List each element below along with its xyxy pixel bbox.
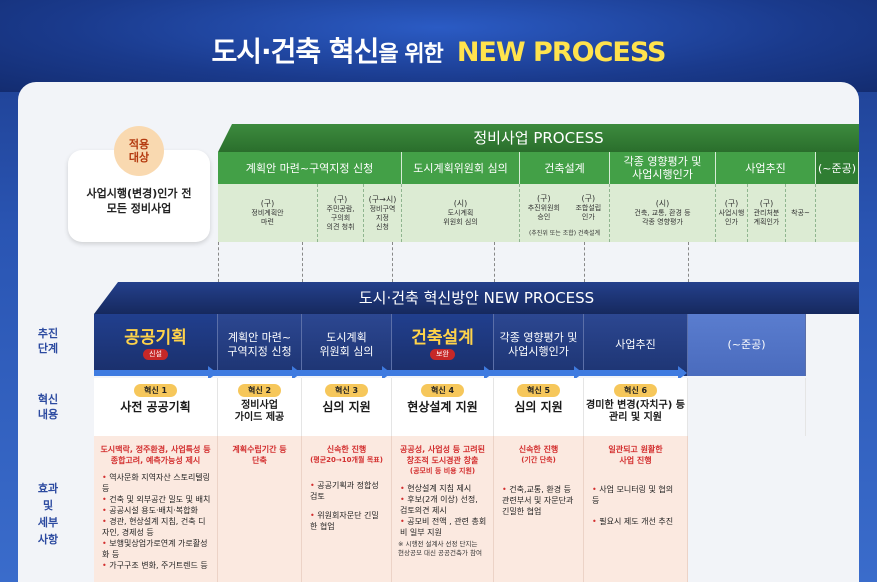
list-item: 경관, 현상설계 지침, 건축 디자인, 경제성 등: [102, 516, 211, 538]
list-item: 필요시 제도 개선 추진: [592, 516, 681, 527]
list-item: 건축 및 외부공간 밀도 및 배치: [102, 494, 211, 505]
connector: [218, 242, 219, 282]
innovation-empty: [688, 378, 806, 436]
stage-promotion: 사업추진: [584, 314, 688, 376]
top-detail: 착공~: [786, 184, 816, 242]
arrow-icon: [678, 366, 687, 380]
stage-plan: 계획안 마련~구역지정 신청: [218, 314, 302, 376]
list-item: 공공기획과 정합성 검토: [310, 480, 385, 502]
top-stage-promotion: 사업추진: [716, 152, 816, 184]
list-item: 사업 모니터링 및 협의 등: [592, 484, 681, 506]
top-stage-design: 건축설계: [520, 152, 610, 184]
effect-3: 신속한 진행(평균20→10개월 목표) 공공기획과 정합성 검토 위원회자문단…: [302, 436, 392, 582]
connector: [584, 242, 585, 282]
list-item: 공공시설 용도·배치·복합화: [102, 505, 211, 516]
arrow-icon: [292, 366, 301, 380]
list-item: 공모비 전액 , 관련 총회비 일부 지원: [400, 516, 487, 538]
arrow-icon: [382, 366, 391, 380]
list-item: 건축,교통, 환경 등 관련부서 및 자문단과 긴밀한 협업: [502, 484, 577, 517]
top-stage-committee: 도시계획위원회 심의: [402, 152, 520, 184]
list-item: 역사문화 지역자산 스토리텔링 등: [102, 472, 211, 494]
list-item: 후보(2개 이상) 선정, 검토의견 제시: [400, 494, 487, 516]
stage-completion: (~준공): [688, 314, 806, 376]
list-item: 위원회자문단 긴밀한 협업: [310, 510, 385, 532]
list-item: 가구구조 변화, 주거트렌드 등: [102, 560, 211, 571]
top-process-banner: 정비사업 PROCESS: [218, 124, 859, 152]
arrow-icon: [574, 366, 583, 380]
connector: [392, 242, 393, 282]
top-stage-completion: (~준공): [816, 152, 859, 184]
arrow-icon: [208, 366, 217, 380]
effect-5: 신속한 진행(기간 단축) 건축,교통, 환경 등 관련부서 및 자문단과 긴밀…: [494, 436, 584, 582]
list-item: 현상설계 지침 제시: [400, 483, 487, 494]
connector: [494, 242, 495, 282]
new-process-banner: 도시·건축 혁신방안 NEW PROCESS: [94, 282, 859, 314]
arrow-icon: [484, 366, 493, 380]
top-process-stages: 계획안 마련~구역지정 신청 도시계획위원회 심의 건축설계 각종 영향평가 및…: [218, 152, 859, 184]
connector: [688, 242, 689, 282]
top-stage-plan: 계획안 마련~구역지정 신청: [218, 152, 402, 184]
effect-empty: [688, 436, 806, 582]
connector: [302, 242, 303, 282]
list-item: 보행및상업가로연계 가로활성화 등: [102, 538, 211, 560]
